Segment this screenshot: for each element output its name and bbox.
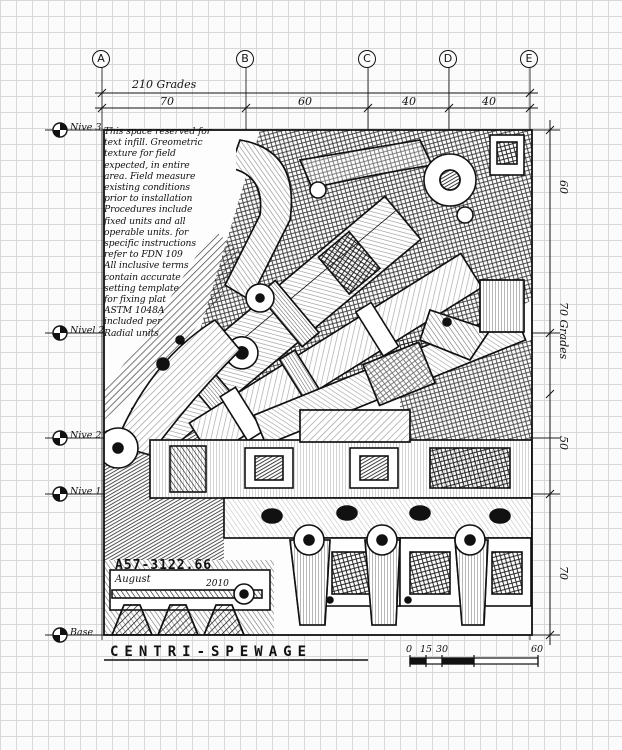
note-line: expected, in entire [104, 159, 190, 171]
column-marker-d: D [439, 50, 457, 68]
column-marker-label: C [363, 52, 371, 65]
scale-label: 0 [406, 644, 413, 655]
level-label: Nivel 2 [70, 325, 105, 336]
column-marker-label: E [525, 52, 533, 65]
drawing-title: CENTRI-SPEWAGE [110, 644, 313, 660]
note-line: specific instructions [104, 238, 196, 250]
column-marker-label: A [97, 52, 105, 65]
note-line: Procedures include [104, 204, 193, 216]
level-label: Nive 3 [70, 122, 102, 133]
column-marker-b: B [236, 50, 254, 68]
general-note: This space reserved for text infill. Gre… [104, 126, 234, 339]
note-line: prior to installation [104, 193, 193, 205]
note-line: All inclusive terms [104, 260, 189, 272]
note-line: setting template [104, 282, 179, 294]
scale-label: 60 [531, 644, 544, 655]
scale-bar [409, 655, 539, 667]
drawing-frame [103, 129, 533, 636]
column-marker-e: E [520, 50, 538, 68]
level-markers [52, 122, 68, 643]
note-line: contain accurate [104, 271, 181, 283]
note-line: operable units. for [104, 226, 189, 238]
note-line: included per [104, 316, 162, 328]
drawing-date: August [115, 574, 151, 585]
span-dimension-bc: 60 [298, 95, 312, 108]
right-dimension-base: 70 [557, 566, 570, 580]
top-dimension-lines [95, 88, 538, 113]
note-line: fixed units and all [104, 215, 186, 227]
note-line: text infill. Greometric [104, 137, 203, 149]
scale-label: 15 [420, 644, 433, 655]
right-dimension-lines [545, 120, 555, 645]
note-line: This space reserved for [104, 126, 212, 137]
drawing-year: 2010 [206, 579, 229, 589]
note-line: texture for field [104, 148, 176, 160]
machine-illustration [104, 130, 532, 635]
column-marker-c: C [358, 50, 376, 68]
right-dimension-lower: 50 [557, 436, 570, 450]
span-dimension-cd: 40 [402, 95, 416, 108]
column-marker-a: A [92, 50, 110, 68]
right-dimension-middle: 70 Grades [557, 302, 570, 360]
note-line: Radial units [104, 327, 159, 339]
note-line: for fixing plat [104, 294, 166, 306]
note-line: ASTM 1048A [104, 305, 165, 317]
level-label: Base [70, 627, 94, 638]
overall-width-dimension: 210 Grades [132, 78, 197, 91]
span-dimension-de: 40 [482, 95, 496, 108]
column-marker-label: B [241, 52, 249, 65]
column-marker-label: D [443, 52, 453, 65]
right-dimension-upper: 60 [557, 180, 570, 194]
scale-label: 30 [436, 644, 449, 655]
note-line: area. Field measure [104, 170, 196, 182]
drawing-reference: A57-3122.66 [115, 558, 213, 573]
note-line: existing conditions [104, 182, 190, 194]
span-dimension-ab: 70 [160, 95, 174, 108]
note-line: refer to FDN 109 [104, 249, 183, 261]
level-label: Nive 2 [70, 430, 102, 441]
level-label: Nive 1 [70, 486, 102, 497]
